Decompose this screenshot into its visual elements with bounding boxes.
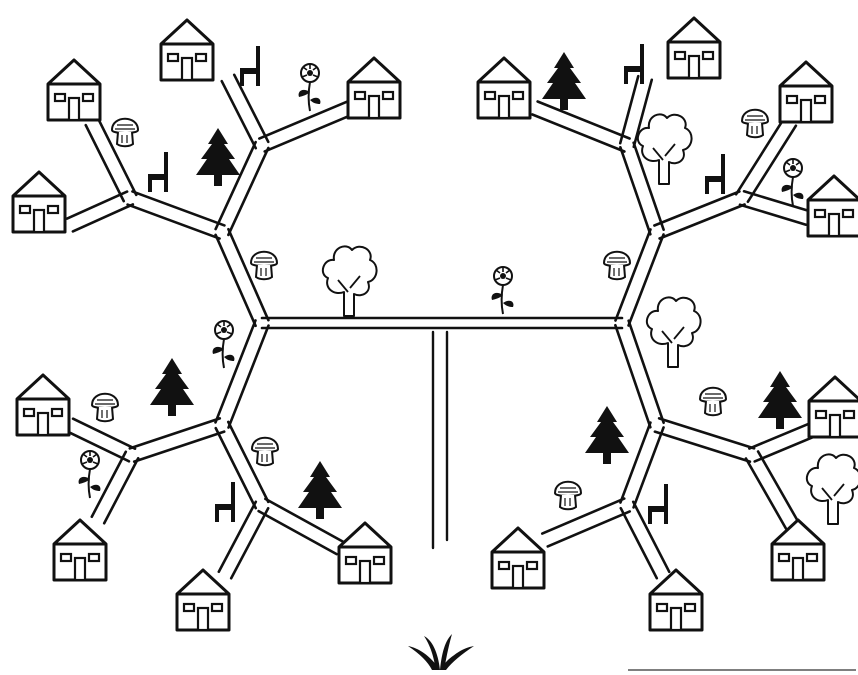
road-edge xyxy=(234,75,268,142)
pine-tree-icon xyxy=(758,371,802,429)
mushroom-icon xyxy=(252,438,278,466)
road-edge xyxy=(73,419,135,449)
road-edge xyxy=(128,205,220,239)
house-icon xyxy=(478,58,530,118)
mushroom-icon xyxy=(251,252,277,280)
road-edge xyxy=(132,191,224,225)
mushroom-icon xyxy=(604,252,630,280)
road-edge xyxy=(538,102,630,139)
road-edge xyxy=(660,204,745,238)
flower-icon xyxy=(299,64,321,111)
road-edge xyxy=(659,418,754,448)
road-network xyxy=(67,75,815,578)
chair-icon xyxy=(624,44,644,84)
house-icon xyxy=(177,570,229,630)
house-icon xyxy=(492,528,544,588)
house-icon xyxy=(809,377,858,437)
house-icon xyxy=(48,60,100,120)
house-icon xyxy=(780,62,832,122)
chair-icon xyxy=(215,482,235,522)
road-edge xyxy=(755,436,815,461)
road-edge xyxy=(542,499,624,534)
house-icon xyxy=(161,20,213,80)
house-icon xyxy=(13,172,65,232)
road-edge xyxy=(104,458,138,523)
road-edge xyxy=(655,432,750,462)
road-edge xyxy=(222,81,256,148)
road-edge xyxy=(67,192,127,219)
house-icon xyxy=(668,18,720,78)
leafy-tree-icon xyxy=(638,114,692,184)
road-edge xyxy=(620,423,650,503)
road-edge xyxy=(216,428,256,508)
house-icon xyxy=(772,520,824,580)
pine-tree-icon xyxy=(150,358,194,416)
house-icon xyxy=(808,176,858,236)
flower-icon xyxy=(79,451,101,498)
road-edge xyxy=(73,204,133,231)
road-edge xyxy=(532,114,624,151)
road-edge xyxy=(620,147,650,234)
flower-icon xyxy=(782,159,804,206)
mushroom-icon xyxy=(112,119,138,147)
pine-tree-icon xyxy=(542,52,586,110)
flower-icon xyxy=(213,321,235,368)
road-edge xyxy=(259,102,347,139)
mushroom-icon xyxy=(700,388,726,416)
road-edge xyxy=(219,502,256,572)
road-edge xyxy=(548,511,630,546)
road-edge xyxy=(130,418,220,448)
mushroom-icon xyxy=(742,110,768,138)
leafy-tree-icon xyxy=(807,454,858,524)
pine-tree-icon xyxy=(585,406,629,464)
road-edge xyxy=(634,427,664,507)
road-edge xyxy=(231,508,268,578)
road-edge xyxy=(265,114,353,151)
flower-icon xyxy=(492,267,514,314)
road-edge xyxy=(654,192,739,226)
mushroom-icon xyxy=(555,482,581,510)
house-icon xyxy=(54,520,106,580)
house-icon xyxy=(348,58,400,118)
road-edge xyxy=(758,452,798,522)
grass-tuft-icon xyxy=(408,634,474,670)
pine-tree-icon xyxy=(196,128,240,186)
mushroom-icon xyxy=(92,394,118,422)
house-icon xyxy=(339,523,391,583)
road-edge xyxy=(134,432,224,462)
leafy-tree-icon xyxy=(647,297,701,367)
road-edge xyxy=(620,76,638,143)
road-edge xyxy=(746,458,786,528)
scene-objects xyxy=(13,18,858,670)
pine-tree-icon xyxy=(298,461,342,519)
chair-icon xyxy=(240,46,260,86)
leafy-tree-icon xyxy=(323,246,377,316)
chair-icon xyxy=(148,152,168,192)
house-icon xyxy=(17,375,69,435)
chair-icon xyxy=(705,154,725,194)
chair-icon xyxy=(648,484,668,524)
road-edge xyxy=(615,325,650,427)
